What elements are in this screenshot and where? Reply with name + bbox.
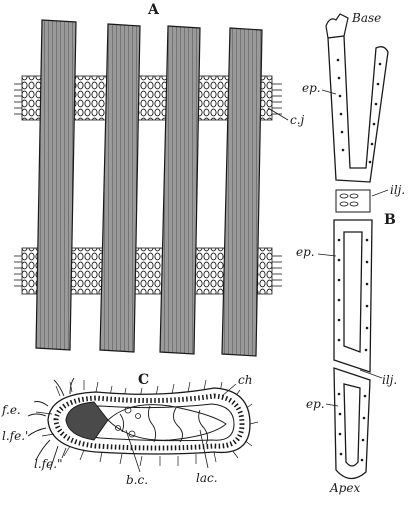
label-ch: ch [238,373,252,387]
hatched-bar-1 [35,19,77,351]
ep-low-leader [325,403,339,407]
lacunae-strands [119,405,209,445]
panel-a-letter: A [147,2,160,18]
label-lfe1: l.fe.' [2,429,28,443]
label-lac: lac. [196,471,218,485]
hatched-bar-3 [159,25,201,355]
base-hook [325,13,349,39]
label-base: Base [351,11,381,25]
lac-leader [199,429,209,469]
label-ep-top: ep. [302,81,321,95]
label-ep-low: ep. [306,397,325,411]
inner-cells [115,406,141,438]
hatched-bar-2 [99,23,141,353]
fe-leader [35,411,53,415]
long-cilia [27,377,75,471]
label-ilj-low: ilj. [382,373,397,387]
bc-leader [125,429,141,473]
lower-segment-outline [333,367,371,480]
upper-segment-outline [327,35,389,183]
panel-b-letter: B [384,212,396,228]
label-apex: Apex [329,481,360,495]
lfe1-leader [41,433,55,437]
panel-c: C [1,372,259,487]
ilj-top-leader [371,189,389,197]
panel-a: A [14,2,305,357]
label-ilj-top: ilj. [390,183,405,197]
epithelial-dots [336,58,382,462]
cj-leader-line [267,107,289,121]
inner-cavity [65,403,235,442]
hatched-bar-4 [221,27,263,357]
panel-b: Base B [296,11,405,495]
label-cj: c.j [290,113,305,127]
lfe2-leader [61,447,67,459]
ep-top-leader [321,89,337,95]
label-ep-mid: ep. [296,245,315,259]
middle-segment-outline [333,219,373,373]
central-chamber [107,404,227,441]
label-bc: b.c. [126,473,148,487]
ilj-low-leader [359,369,383,379]
panel-c-letter: C [138,372,149,388]
ep-mid-leader [317,253,337,257]
ch-leader [221,383,237,397]
label-lfe2: l.fe." [34,457,63,471]
label-fe: f.e. [1,403,21,417]
cell-ring [53,393,245,451]
junction-ilj-upper [335,189,371,213]
